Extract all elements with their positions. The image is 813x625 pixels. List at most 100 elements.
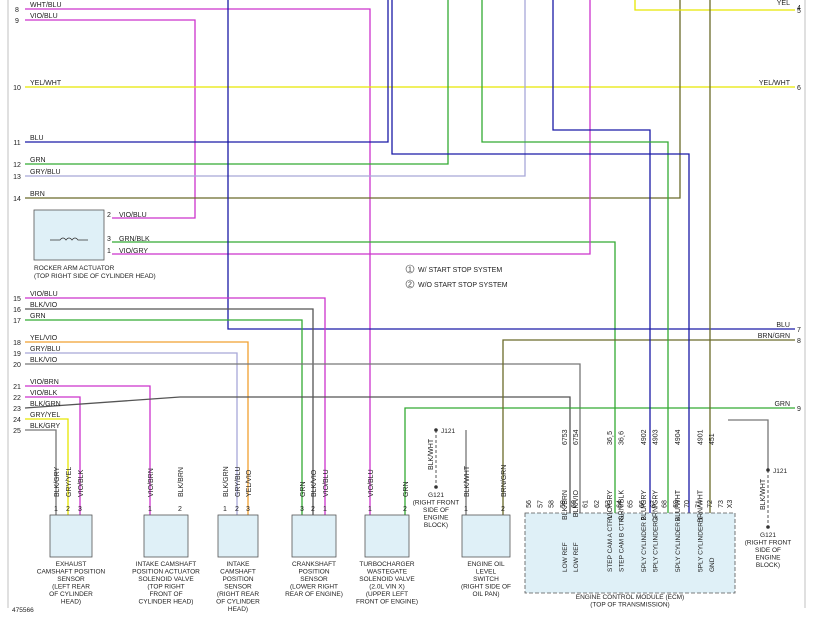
- component-pin: 1: [54, 506, 58, 513]
- ecm-pin: 73: [718, 500, 725, 508]
- component-caption: (UPPER LEFT: [366, 591, 408, 598]
- component-pin: 1: [223, 506, 227, 513]
- wire-7-right: [227, 0, 795, 330]
- wire-15: [25, 297, 326, 515]
- rocker-caption: ROCKER ARM ACTUATOR: [34, 265, 115, 272]
- rocker-arm-actuator: [33, 209, 105, 261]
- ecm-wire-color: GRN/BLK: [618, 490, 625, 521]
- ecm-pin-function: STEP CAM A CTRL: [607, 514, 614, 572]
- engine-control-module: [524, 512, 736, 594]
- component-caption: OIL PAN): [472, 591, 499, 598]
- ecm-wire-color: BLK/BRN: [562, 490, 569, 520]
- left-wire-label: BRN: [30, 191, 45, 198]
- ecm-pin-function: 5PLY CYLINDER 2: [641, 516, 648, 572]
- component-caption: SOLENOID VALVE: [359, 576, 415, 583]
- ecm-wire-color: BRN/WHT: [698, 489, 705, 522]
- ecm-pin: 70: [684, 500, 691, 508]
- left-wire-number: 21: [13, 384, 21, 391]
- ecm-connector-id: X3: [727, 500, 734, 509]
- wire-25: [25, 429, 57, 515]
- component-pin: 1: [368, 506, 372, 513]
- left-wire-label: YEL/VIO: [30, 335, 58, 342]
- left-wire-number: 9: [15, 18, 19, 25]
- component-caption: OF CYLINDER: [216, 599, 260, 606]
- component-caption: TURBOCHARGER: [359, 561, 415, 568]
- left-wire-number: 18: [13, 340, 21, 347]
- component-pin: 2: [403, 506, 407, 513]
- ecm-pin: 64: [616, 500, 623, 508]
- legend-num: 1: [408, 267, 412, 274]
- component-pin: 2: [311, 506, 315, 513]
- component-wire-label: VIO/BLK: [78, 469, 85, 497]
- legend-text: W/ START STOP SYSTEM: [418, 267, 502, 274]
- component-layer: [33, 209, 770, 594]
- left-wire-label: BLU: [30, 135, 44, 142]
- splice-label: J121: [441, 428, 455, 435]
- right-wire-label: GRN: [774, 401, 790, 408]
- right-wire-number: 6: [797, 85, 801, 92]
- ground-caption: ENGINE: [424, 515, 450, 522]
- component-wire-label: VIO/BLU: [323, 469, 330, 497]
- left-wire-label: BLK/VIO: [30, 302, 58, 309]
- component-caption: LEVEL: [476, 569, 497, 576]
- wire-12: [25, 0, 449, 165]
- ecm-wire-color: BLU/WHT: [675, 489, 682, 521]
- ecm-pin: 67: [650, 500, 657, 508]
- left-wire-number: 24: [13, 417, 21, 424]
- right-wire-number: 7: [797, 327, 801, 334]
- left-wire-number: 11: [13, 140, 20, 147]
- rocker-wire-label: VIO/BLU: [119, 212, 147, 219]
- ground-caption: G121: [760, 532, 776, 539]
- left-wire-label: YEL/WHT: [30, 80, 62, 87]
- left-wire-label: BLK/GRY: [30, 423, 61, 430]
- ecm-caption: (TOP OF TRANSMISSION): [590, 602, 669, 609]
- left-wire-number: 23: [13, 406, 21, 413]
- component-caption: SENSOR: [224, 584, 252, 591]
- ground-caption: SIDE OF: [423, 507, 449, 514]
- component-caption: SENSOR: [57, 576, 85, 583]
- ecm-pin: 69: [673, 500, 680, 508]
- left-wire-number: 20: [13, 362, 21, 369]
- wire-4-right: [634, 0, 795, 11]
- left-wire-label: GRN: [30, 313, 46, 320]
- right-wire-label: BLU: [776, 322, 790, 329]
- component-caption: POSITION: [298, 569, 329, 576]
- legend-text: W/O START STOP SYSTEM: [418, 282, 508, 289]
- component-pin: 3: [300, 506, 304, 513]
- component-wire-label: BLK/GRY: [54, 466, 61, 497]
- ecm-pin: 62: [594, 500, 601, 508]
- left-wire-label: VIO/BLK: [30, 390, 58, 397]
- turbocharger-wastegate-solenoid-valve: [364, 514, 410, 558]
- ecm-pin: 68: [662, 500, 669, 508]
- ecm-pin: 59: [560, 500, 567, 508]
- left-wire-number: 8: [15, 7, 19, 14]
- left-wire-label: GRN: [30, 157, 46, 164]
- left-wire-number: 17: [13, 318, 21, 325]
- component-wire-label: BLK/VIO: [311, 469, 318, 497]
- rocker-caption: (TOP RIGHT SIDE OF CYLINDER HEAD): [34, 273, 156, 280]
- component-caption: WASTEGATE: [367, 569, 408, 576]
- component-wire-label: VIO/BLU: [368, 469, 375, 497]
- component-wire-label: BRN/GRN: [501, 465, 508, 497]
- splice-label: J121: [773, 468, 787, 475]
- ecm-pin-function: 5PLY CYLINDER 3: [652, 516, 659, 572]
- left-wire-number: 25: [13, 428, 21, 435]
- right-wire-label: BRN/GRN: [758, 333, 790, 340]
- rocker-wire-1: [112, 0, 591, 255]
- wire-19: [25, 352, 238, 515]
- ecm-pin: 60: [571, 500, 578, 508]
- ecm-pin: 61: [583, 500, 590, 508]
- crankshaft-position-sensor: [291, 514, 337, 558]
- component-caption: (LEFT REAR: [52, 584, 90, 591]
- rocker-wire-label: VIO/GRY: [119, 248, 148, 255]
- ecm-wire-cyl2: [552, 0, 651, 515]
- wire-18: [25, 341, 249, 515]
- component-caption: INTAKE CAMSHAFT: [136, 561, 197, 568]
- wire-20: [25, 363, 581, 515]
- component-wire-label: GRN: [403, 481, 410, 497]
- wire-layer: [24, 0, 795, 525]
- splice-dot: [434, 428, 438, 432]
- component-pin: 3: [78, 506, 82, 513]
- wire-23: [24, 396, 571, 515]
- ecm-circuit: 4903: [652, 429, 659, 445]
